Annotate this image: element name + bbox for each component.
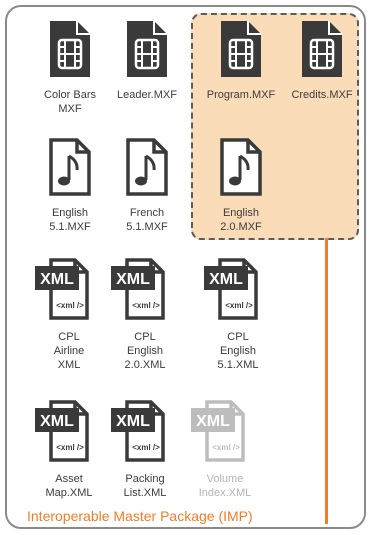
- xml-file-icon: XML <xml />: [100, 256, 190, 327]
- svg-text:XML: XML: [196, 413, 230, 430]
- file-color-bars: Color Bars MXF: [25, 18, 115, 116]
- svg-text:<xml />: <xml />: [132, 443, 160, 452]
- file-label: Asset Map.XML: [45, 473, 93, 499]
- svg-text:<xml />: <xml />: [56, 301, 84, 310]
- file-label: CPL English 2.0.XML: [124, 331, 166, 371]
- file-label: Program.MXF: [206, 89, 276, 101]
- file-label: English 2.0.MXF: [220, 207, 262, 233]
- svg-text:<xml />: <xml />: [132, 301, 160, 310]
- file-label: CPL Airline XML: [53, 331, 85, 371]
- file-cpl-airline: XML <xml /> CPL Airline XML: [24, 256, 114, 372]
- file-packing-list: XML <xml /> Packing List.XML: [100, 398, 190, 500]
- audio-file-icon: [25, 136, 115, 203]
- svg-text:XML: XML: [116, 271, 150, 288]
- audio-file-icon: [196, 136, 286, 203]
- file-french-51: French 5.1.MXF: [102, 136, 192, 234]
- file-volume-index: XML <xml /> Volume Index.XML: [180, 398, 270, 500]
- svg-text:<xml />: <xml />: [225, 301, 253, 310]
- file-label: Credits.MXF: [291, 89, 353, 101]
- package-frame: [5, 5, 366, 529]
- video-file-icon: [102, 18, 192, 85]
- xml-file-icon: XML <xml />: [24, 256, 114, 327]
- file-asset-map: XML <xml /> Asset Map.XML: [24, 398, 114, 500]
- video-file-icon: [196, 18, 286, 85]
- file-label: English 5.1.MXF: [49, 207, 91, 233]
- file-leader: Leader.MXF: [102, 18, 192, 102]
- xml-file-icon: XML <xml />: [180, 398, 270, 469]
- file-program: Program.MXF: [196, 18, 286, 102]
- file-label: Color Bars MXF: [44, 89, 96, 115]
- accent-connector-line: [325, 238, 328, 524]
- xml-file-icon: XML <xml />: [24, 398, 114, 469]
- svg-text:XML: XML: [116, 413, 150, 430]
- xml-file-icon: XML <xml />: [100, 398, 190, 469]
- file-label: Packing List.XML: [123, 473, 167, 499]
- file-label: French 5.1.MXF: [126, 207, 168, 233]
- file-cpl-english-20: XML <xml /> CPL English 2.0.XML: [100, 256, 190, 372]
- file-english-20: English 2.0.MXF: [196, 136, 286, 234]
- svg-text:<xml />: <xml />: [212, 443, 240, 452]
- file-english-51: English 5.1.MXF: [25, 136, 115, 234]
- file-label: Leader.MXF: [117, 89, 177, 101]
- svg-text:<xml />: <xml />: [56, 443, 84, 452]
- svg-text:XML: XML: [209, 271, 243, 288]
- svg-text:XML: XML: [40, 413, 74, 430]
- file-label: CPL English 5.1.XML: [217, 331, 259, 371]
- package-title: Interoperable Master Package (IMP): [27, 508, 253, 524]
- file-label: Volume Index.XML: [198, 473, 252, 499]
- file-cpl-english-51: XML <xml /> CPL English 5.1.XML: [193, 256, 283, 372]
- xml-file-icon: XML <xml />: [193, 256, 283, 327]
- video-file-icon: [25, 18, 115, 85]
- video-file-icon: [277, 18, 367, 85]
- audio-file-icon: [102, 136, 192, 203]
- svg-text:XML: XML: [40, 271, 74, 288]
- file-credits: Credits.MXF: [277, 18, 367, 102]
